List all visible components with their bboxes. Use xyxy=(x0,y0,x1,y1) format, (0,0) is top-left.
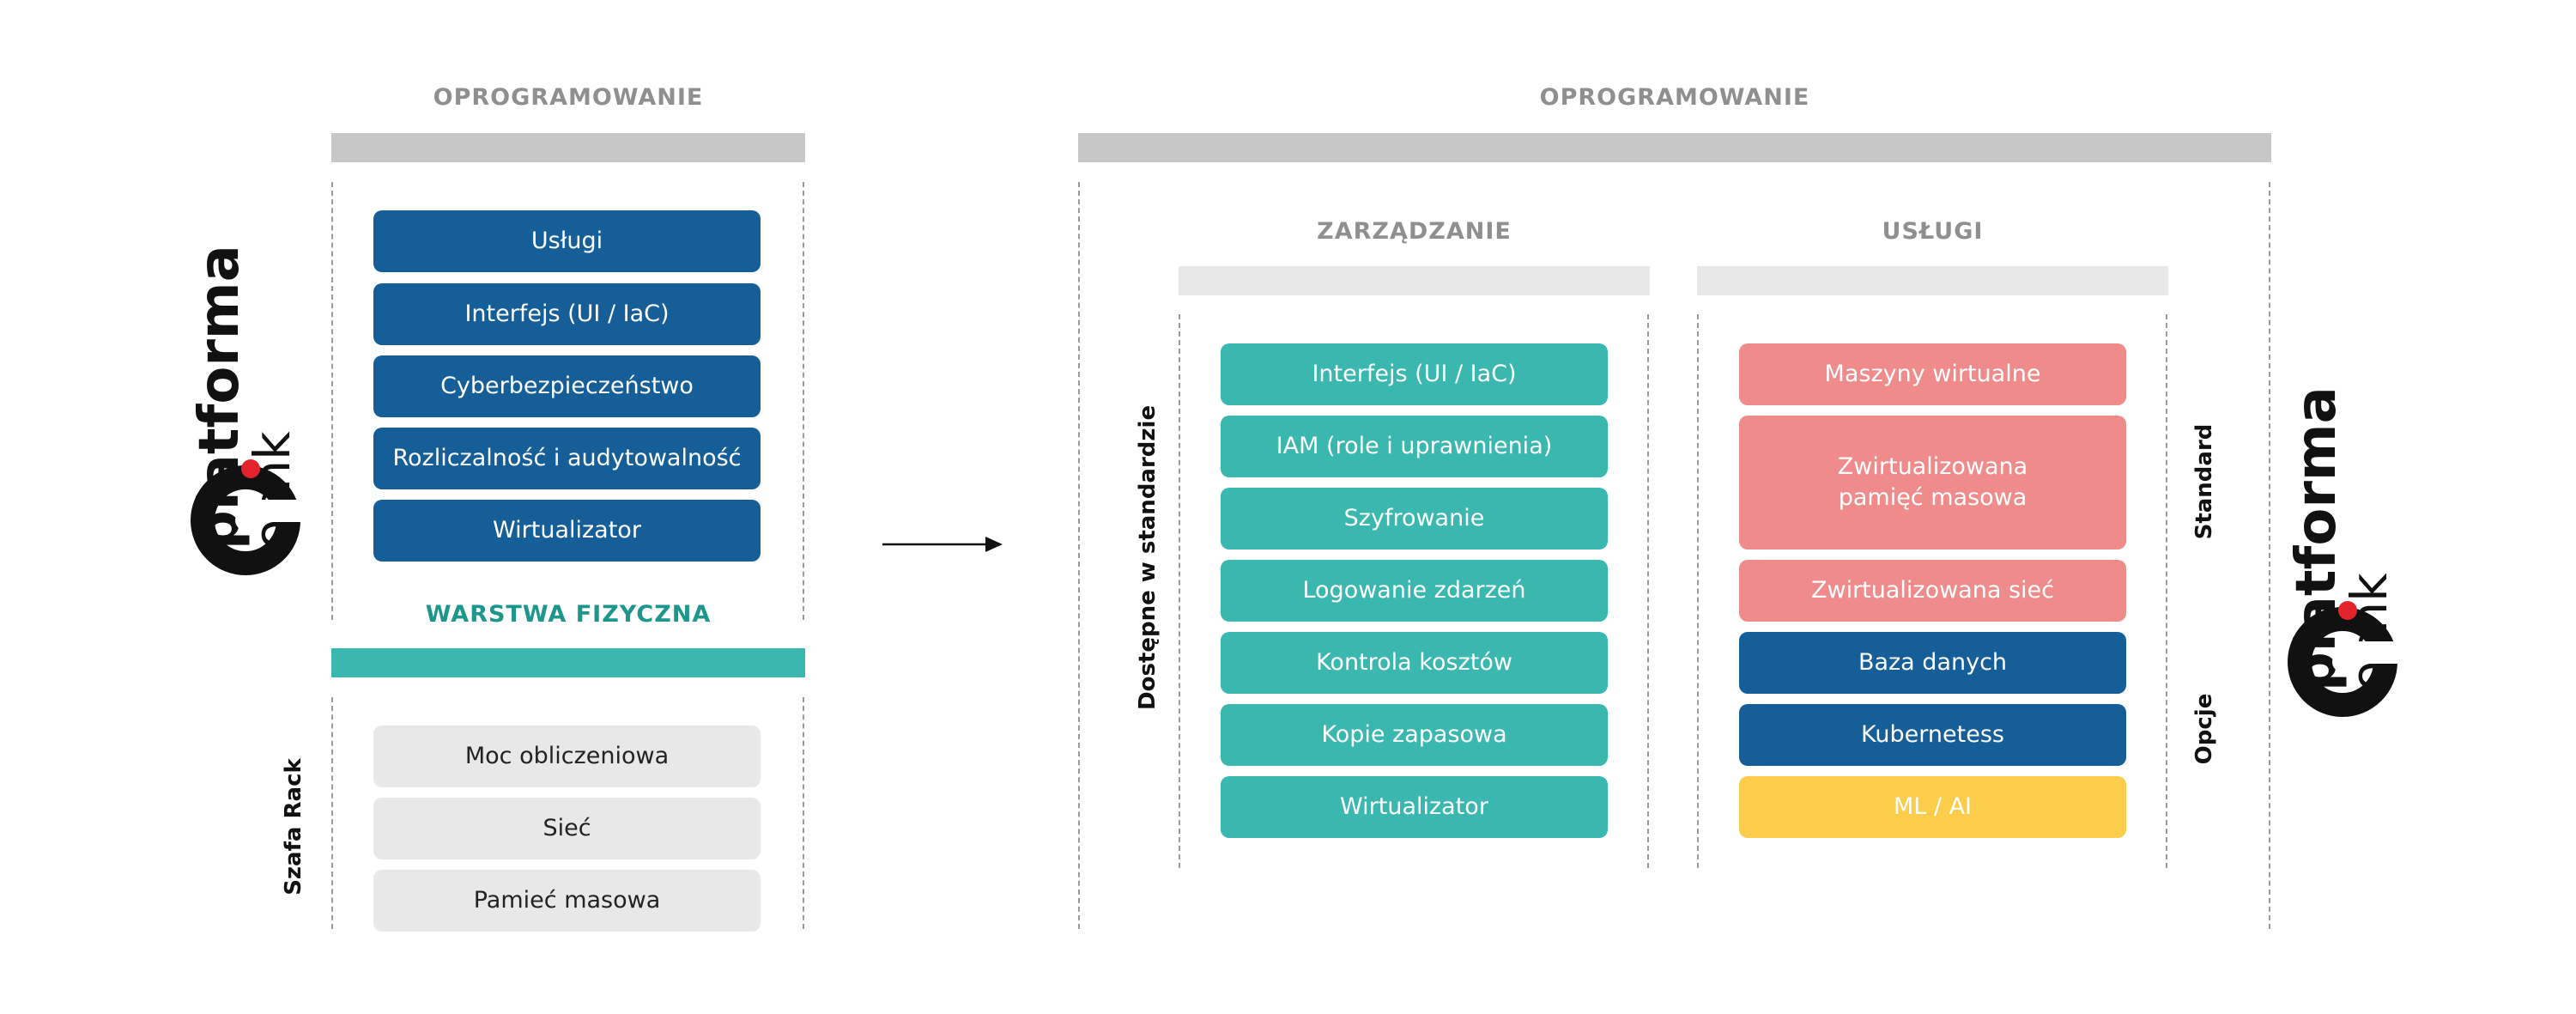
services-bar xyxy=(1697,266,2168,295)
management-item-iam: IAM (role i uprawnienia) xyxy=(1221,416,1608,477)
left-item-rozliczalnosc: Rozliczalność i audytowalność xyxy=(373,428,761,489)
right-outer-dashed-right xyxy=(2269,182,2270,929)
services-label-standard: Standard xyxy=(2191,423,2217,540)
management-item-kontrola-kosztow: Kontrola kosztów xyxy=(1221,632,1608,694)
service-item-ml-ai: ML / AI xyxy=(1739,776,2126,838)
management-dashed-left xyxy=(1179,314,1180,868)
logo-mark-icon xyxy=(2288,601,2403,717)
physical-layer-bar xyxy=(331,648,805,677)
left-software-bar xyxy=(331,133,805,162)
left-dashed-line-top-right xyxy=(803,182,804,620)
physical-item-network: Sieć xyxy=(373,798,761,859)
management-dashed-right xyxy=(1647,314,1649,868)
logo-mark-icon xyxy=(191,459,306,575)
management-title: ZARZĄDZANIE xyxy=(1317,218,1512,245)
management-item-kopie: Kopie zapasowa xyxy=(1221,704,1608,766)
platforma-ochk-logo-right: platforma ochk xyxy=(2285,365,2408,717)
rack-label: Szafa Rack xyxy=(281,758,306,896)
service-item-network: Zwirtualizowana sieć xyxy=(1739,560,2126,622)
physical-item-compute: Moc obliczeniowa xyxy=(373,726,761,787)
physical-layer-title: WARSTWA FIZYCZNA xyxy=(425,601,712,628)
management-bar xyxy=(1179,266,1650,295)
left-dashed-line-bottom-right xyxy=(803,697,804,929)
left-item-interfejs: Interfejs (UI / IaC) xyxy=(373,283,761,345)
left-item-uslugi: Usługi xyxy=(373,210,761,272)
arrow-right-icon xyxy=(882,537,1003,552)
service-item-database: Baza danych xyxy=(1739,632,2126,694)
services-dashed-right xyxy=(2166,314,2167,868)
left-dashed-line-bottom-left xyxy=(331,697,333,929)
service-item-storage: Zwirtualizowana pamięć masowa xyxy=(1739,416,2126,550)
service-item-kubernetes: Kubernetess xyxy=(1739,704,2126,766)
management-item-interfejs: Interfejs (UI / IaC) xyxy=(1221,343,1608,405)
right-software-title: OPROGRAMOWANIE xyxy=(1539,84,1810,111)
physical-item-storage: Pamieć masowa xyxy=(373,870,761,932)
left-item-cyberbezpieczenstwo: Cyberbezpieczeństwo xyxy=(373,355,761,417)
management-item-logowanie: Logowanie zdarzeń xyxy=(1221,560,1608,622)
services-dashed-left xyxy=(1697,314,1699,868)
right-outer-dashed-left xyxy=(1078,182,1080,929)
management-item-szyfrowanie: Szyfrowanie xyxy=(1221,488,1608,550)
service-item-vm: Maszyny wirtualne xyxy=(1739,343,2126,405)
left-software-title: OPROGRAMOWANIE xyxy=(433,84,704,111)
management-side-label: Dostępne w standardzie xyxy=(1135,404,1161,710)
platforma-ochk-logo-left: platforma ochk xyxy=(188,223,311,575)
left-dashed-line-top-left xyxy=(331,182,333,620)
left-item-wirtualizator: Wirtualizator xyxy=(373,500,761,562)
right-software-bar xyxy=(1078,133,2271,162)
services-label-options: Opcje xyxy=(2191,693,2217,765)
services-title: USŁUGI xyxy=(1882,218,1984,245)
management-item-wirtualizator: Wirtualizator xyxy=(1221,776,1608,838)
